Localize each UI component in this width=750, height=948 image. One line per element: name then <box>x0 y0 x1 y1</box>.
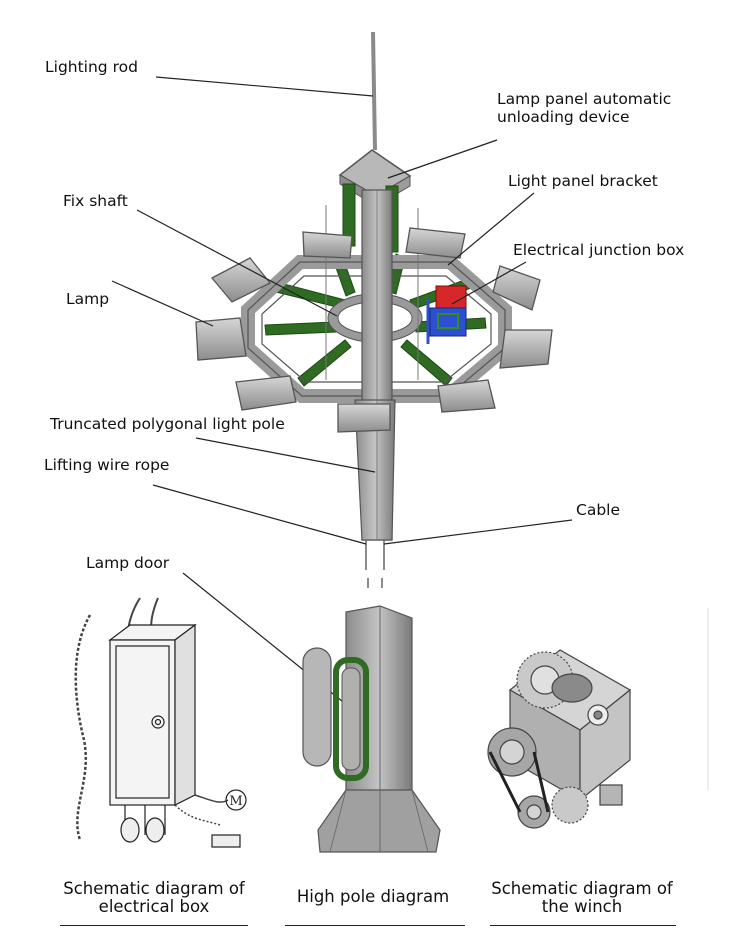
lamp-door-frame <box>333 657 369 781</box>
lamp-3 <box>210 257 272 303</box>
motor-letter: M <box>229 794 242 809</box>
label-cable: Cable <box>576 501 621 519</box>
label-lamp-door: Lamp door <box>86 554 170 572</box>
label-fix-shaft: Fix shaft <box>63 192 128 210</box>
lamp-8 <box>437 379 496 413</box>
lamp-2 <box>405 227 466 259</box>
lamp-7 <box>235 375 297 411</box>
lamp-6 <box>499 329 553 369</box>
electrical-box-body <box>109 639 176 806</box>
label-lamp-panel-unloading-device: Lamp panel automatic unloading device <box>497 90 672 126</box>
lamp-5 <box>195 317 247 361</box>
label-electrical-junction-box: Electrical junction box <box>513 241 685 259</box>
caption-winch: Schematic diagram of the winch <box>491 879 673 916</box>
high-pole-diagram <box>302 605 441 853</box>
motor-symbol <box>225 789 247 811</box>
electrical-box-diagram <box>74 597 247 848</box>
label-lighting-rod: Lighting rod <box>45 58 138 76</box>
lamp-1 <box>302 231 353 259</box>
label-lamp: Lamp <box>66 290 110 308</box>
winch-diagram <box>487 649 632 829</box>
caption-underline-winch <box>490 925 676 926</box>
light-pole-assembly <box>195 31 553 588</box>
label-light-panel-bracket: Light panel bracket <box>508 172 658 190</box>
lamps <box>195 227 553 433</box>
lamp-9 <box>337 403 391 433</box>
caption-electrical-box: Schematic diagram of electrical box <box>63 879 245 916</box>
label-lifting-wire-rope: Lifting wire rope <box>44 456 170 474</box>
label-truncated-polygonal-light-pole: Truncated polygonal light pole <box>50 415 285 433</box>
lamp-door-cover <box>302 647 332 767</box>
caption-underline-electrical-box <box>60 925 248 926</box>
electrical-junction-box <box>426 285 467 344</box>
box-lock <box>151 715 165 729</box>
lighting-rod <box>371 31 377 151</box>
caption-underline-high-pole <box>285 925 465 926</box>
winch-drum <box>551 673 593 703</box>
caption-high-pole: High pole diagram <box>296 887 450 906</box>
lamp-4 <box>492 265 541 311</box>
